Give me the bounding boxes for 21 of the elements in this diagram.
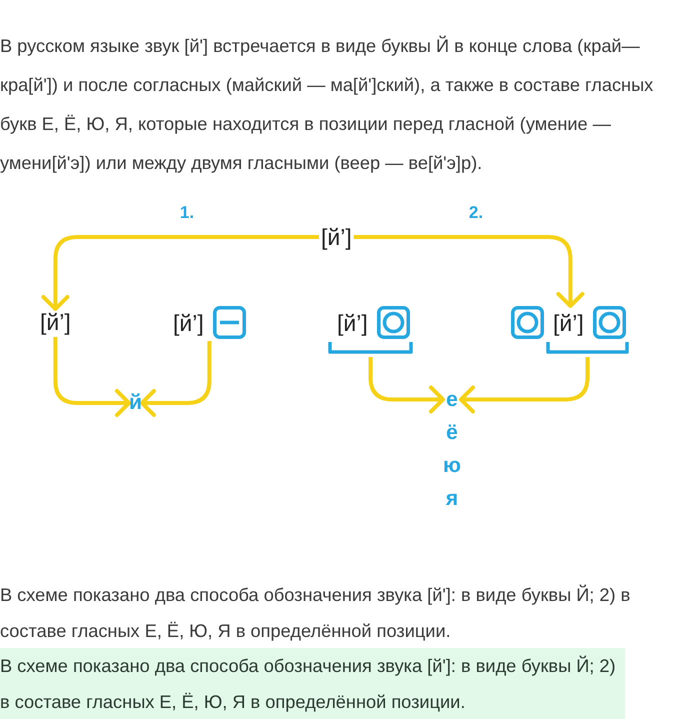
step-number: 2.: [468, 203, 484, 223]
letter: ё: [446, 420, 458, 446]
letter: е: [446, 387, 458, 413]
sound-transcription: [й’]: [40, 309, 71, 335]
arrow: [354, 235, 584, 308]
sound-transcription: [й’]: [553, 310, 584, 336]
sound-transcription: [й’]: [337, 310, 368, 336]
arrow: [140, 341, 212, 417]
letter: я: [446, 486, 458, 512]
arrow: [53, 337, 131, 417]
arrow: [458, 357, 590, 414]
step-number: 1.: [180, 203, 194, 223]
arrow: [41, 235, 319, 311]
sound-transcription: [й’]: [321, 224, 352, 250]
arrow: [368, 357, 445, 414]
letter: ю: [443, 453, 461, 479]
letter: й: [129, 390, 142, 416]
sound-transcription: [й’]: [173, 310, 204, 336]
answer-paragraph: В схеме показано два способа обозначения звука [й']: в виде буквы Й; 2) в составе гласных Е, Ё, Ю, Я в определённой позиции.: [0, 584, 632, 643]
intro-paragraph: В русском языке звук [й'] встречается в виде буквы Й в конце слова (край— кра[й']) и после согласных (майский — ма[й']ский), а также в составе гласных букв Е, Ё, Ю, Я, которые находится в позиции перед гласной (умение — умени[й'э]) или между двумя гласными (веер — ве[й'э]р).: [0, 34, 654, 175]
highlighted-answer-paragraph: В схеме показано два способа обозначения звука [й']: в виде буквы Й; 2) в составе гласных Е, Ё, Ю, Я в определённой позиции.: [0, 648, 625, 719]
